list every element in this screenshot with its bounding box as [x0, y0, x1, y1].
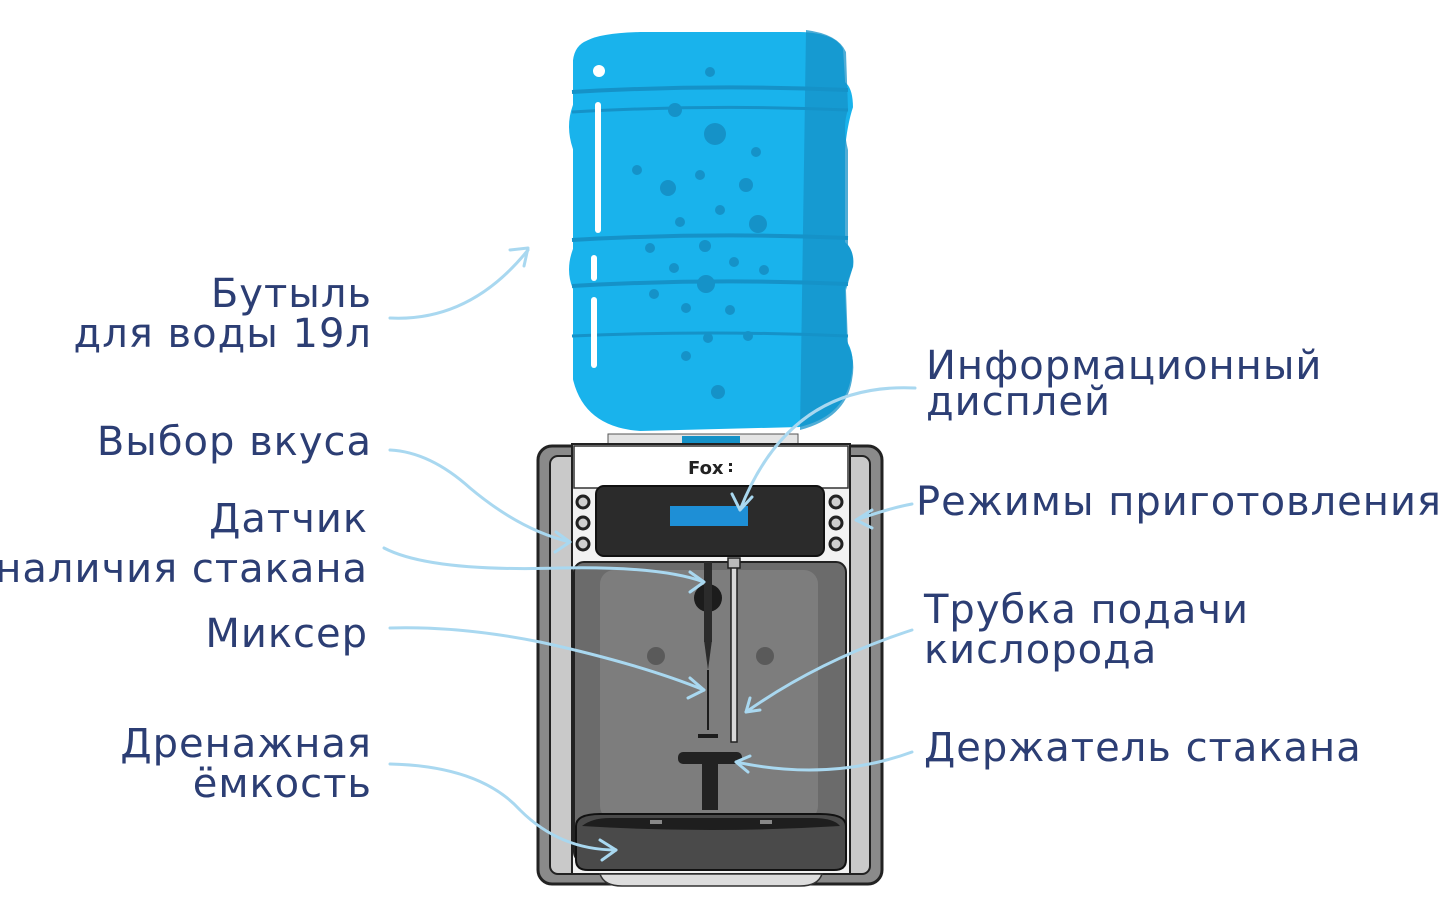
label-sensor: Датчик наличия стакана [0, 496, 368, 592]
arrow-holder [734, 750, 914, 772]
flavor-selection-buttons [575, 494, 591, 552]
label-drain: Дренажная ёмкость [120, 721, 372, 807]
arrow-oxygen [744, 628, 914, 714]
bubble-dots [632, 67, 769, 399]
label-holder: Держатель стакана [924, 725, 1362, 771]
label-flavor: Выбор вкуса [96, 419, 372, 465]
water-bottle [559, 22, 864, 446]
oxygen-tube [727, 557, 741, 743]
label-modes: Режимы приготовления [916, 479, 1442, 525]
arrow-flavor [388, 448, 572, 544]
mixer [694, 562, 722, 738]
brand-logo-dots [729, 463, 732, 472]
dispenser-body [536, 443, 884, 887]
arrow-bottle [388, 248, 530, 320]
cup-holder [678, 752, 742, 810]
label-display: Информационный дисплей [926, 343, 1323, 425]
arrow-mixer [388, 626, 706, 692]
label-oxygen: Трубка подачи кислорода [924, 587, 1249, 673]
arrow-drain [388, 762, 618, 852]
arrow-display [738, 386, 917, 512]
mode-selection-buttons [828, 494, 844, 552]
drain-tray [575, 813, 847, 871]
label-mixer: Миксер [205, 611, 368, 657]
arrow-sensor [382, 546, 706, 584]
label-bottle: Бутыль для воды 19л [73, 271, 372, 357]
brand-logo: Fox [688, 458, 724, 479]
information-display-screen [670, 506, 748, 526]
